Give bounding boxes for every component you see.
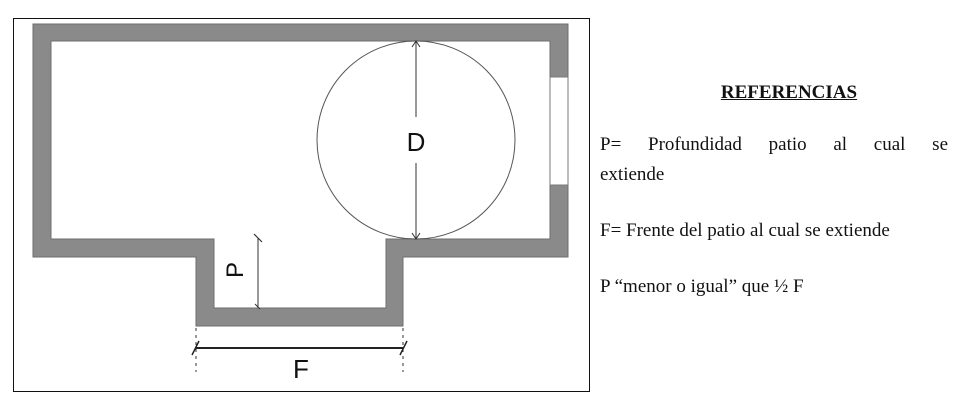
reference-item-p: P= Profundidad patio al cual se extiende <box>600 134 948 185</box>
references-title: REFERENCIAS <box>720 82 858 103</box>
f-label: F <box>293 354 309 384</box>
p-tick-top <box>253 233 263 243</box>
reference-item-f: F= Frente del patio al cual se extiende <box>600 220 890 241</box>
d-arrow-bottom-icon <box>411 232 421 240</box>
floor-plan-diagram: D P F <box>32 23 569 384</box>
references-panel: REFERENCIAS P= Profundidad patio al cual… <box>600 78 948 328</box>
p-tick-bottom <box>254 303 261 310</box>
d-arrow-top-icon <box>411 40 421 48</box>
window-opening <box>549 76 569 186</box>
f-tick-right <box>399 340 408 356</box>
reference-item-rule: P “menor o igual” que ½ F <box>600 276 804 297</box>
d-label: D <box>407 127 426 157</box>
p-label: P <box>222 262 249 278</box>
f-tick-left <box>191 340 200 356</box>
wall-outline <box>32 23 569 327</box>
diagram-frame <box>13 18 590 392</box>
